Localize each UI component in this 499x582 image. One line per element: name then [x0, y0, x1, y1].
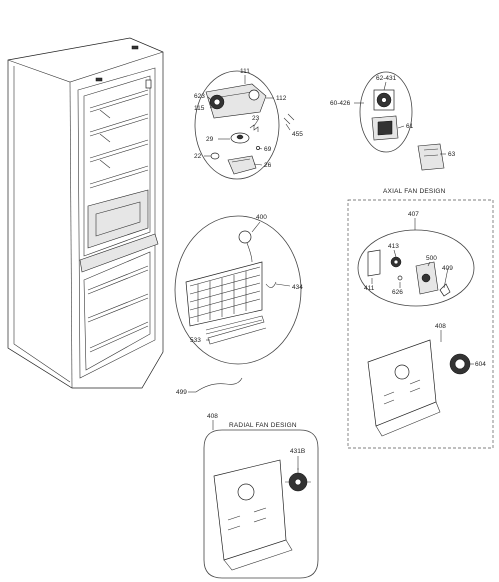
callout-411: 411: [364, 285, 375, 292]
refrigerator-cabinet: [7, 37, 164, 389]
callout-409: 409: [442, 265, 453, 272]
callout-60-426: 60-426: [330, 100, 351, 107]
callout-62-431: 62-431: [376, 75, 397, 82]
callout-604: 604: [475, 361, 486, 368]
callout-labels: 111 112 623 115 23 455 29 69 22 26 62-43…: [176, 68, 486, 455]
callout-400: 400: [256, 214, 267, 221]
callout-533: 533: [190, 337, 201, 344]
part-23-spring: [249, 124, 259, 132]
callout-61: 61: [406, 123, 414, 130]
part-group-111: [194, 70, 295, 180]
part-group-60-426: [359, 71, 445, 171]
callout-26: 26: [264, 162, 272, 169]
callout-69: 69: [264, 146, 272, 153]
callout-623: 623: [194, 93, 205, 100]
callout-112: 112: [276, 95, 287, 102]
callout-111: 111: [240, 68, 250, 75]
callout-408-axial: 408: [435, 323, 446, 330]
radial-fan-design-title: RADIAL FAN DESIGN: [229, 422, 297, 429]
leader-lines: [188, 75, 474, 470]
callout-22: 22: [194, 153, 202, 160]
axial-fan-design-title: AXIAL FAN DESIGN: [383, 188, 446, 195]
callout-499: 499: [176, 389, 187, 396]
evaporator-group-400: [174, 215, 302, 365]
callout-23: 23: [252, 115, 260, 122]
callout-431B: 431B: [290, 448, 305, 455]
callout-407: 407: [408, 211, 419, 218]
part-22-knob: [210, 152, 220, 160]
callout-29: 29: [206, 136, 214, 143]
callout-434: 434: [292, 284, 303, 291]
callout-63: 63: [448, 151, 456, 158]
radial-fan-design: [203, 429, 319, 579]
callout-455: 455: [292, 131, 303, 138]
callout-626: 626: [392, 289, 403, 296]
axial-fan-design: [347, 199, 494, 449]
callout-408-radial: 408: [207, 413, 218, 420]
callout-413: 413: [388, 243, 399, 250]
part-499-wire: [195, 377, 243, 393]
callout-115: 115: [194, 105, 205, 112]
callout-500: 500: [426, 255, 437, 262]
part-26-cover: [227, 155, 257, 175]
